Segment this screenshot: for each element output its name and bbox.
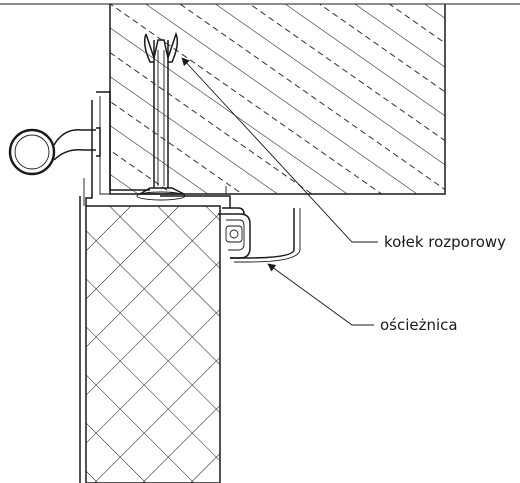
leader-anchor xyxy=(181,57,378,243)
anchor-dowel xyxy=(136,31,186,201)
gasket-seal xyxy=(8,127,101,176)
door-leaf-section xyxy=(79,178,221,483)
frame-return xyxy=(218,208,301,263)
leader-frame xyxy=(267,263,374,326)
label-anchor-dowel: kołek rozporowy xyxy=(384,233,506,251)
label-door-frame: ościeżnica xyxy=(380,316,458,334)
wall-section xyxy=(109,4,446,195)
